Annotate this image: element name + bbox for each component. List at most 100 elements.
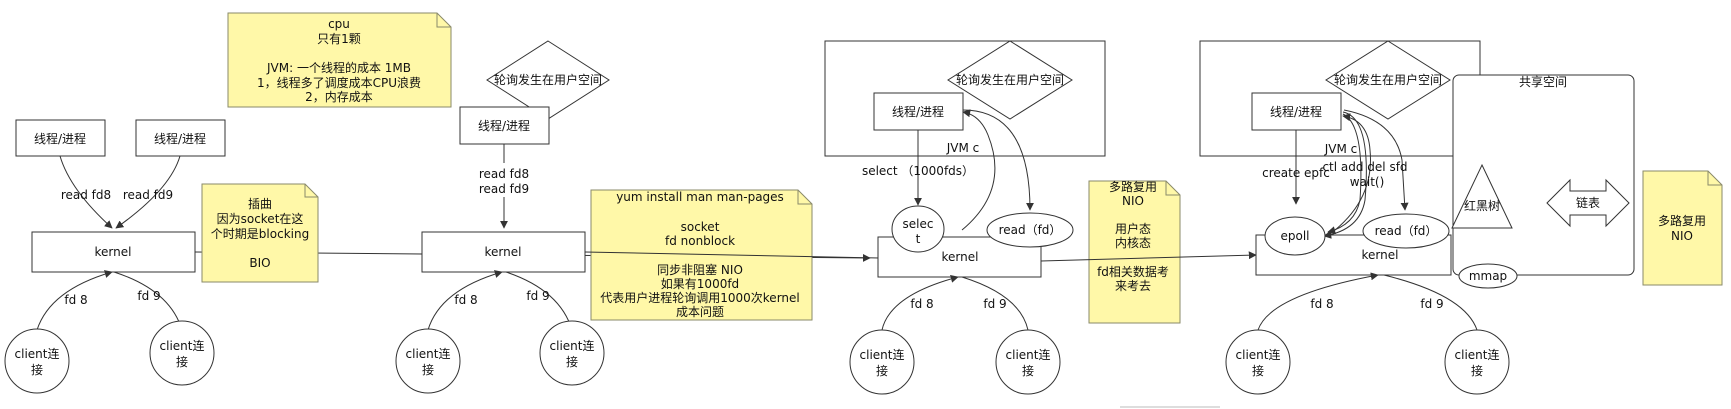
jvm-label-4: JVM c [1324, 142, 1358, 156]
stage2 [395, 40, 610, 394]
client-node-1a [4, 328, 70, 394]
read-node-label-4: read（fd） [1375, 224, 1438, 238]
client-label-2a-l1: client连 [406, 346, 451, 361]
thread-box-1a [15, 119, 106, 157]
edge-read-fd8 [59, 155, 113, 229]
kernel-label-1: kernel [95, 245, 132, 259]
kernel-box-2 [421, 231, 586, 273]
select-label-3: select （1000fds） [862, 164, 974, 178]
select-node-label-3-l1: selec [903, 217, 934, 231]
right-note-line-1: NIO [1671, 229, 1693, 243]
mux-note-line-0: 多路复用 [1109, 179, 1157, 194]
client-node-4b [1444, 329, 1510, 395]
read-fd9-label-1: read fd9 [123, 188, 173, 202]
right-note-line-0: 多路复用 [1658, 213, 1706, 228]
thread-label-2: 线程/进程 [478, 118, 530, 133]
client-label-4b-l2: 接 [1471, 363, 1483, 378]
client-node-2a [395, 328, 461, 394]
kernel-label-2: kernel [485, 245, 522, 259]
cpu-note-line-1: 只有1颗 [317, 32, 361, 46]
client-node-3b [995, 329, 1061, 395]
edge-read-4 [1343, 109, 1409, 211]
bio-note-line-0: 插曲 [248, 197, 272, 211]
edge-fd9-3 [961, 276, 1029, 331]
read-fd8-label-1: read fd8 [61, 188, 111, 202]
client-label-4a-l2: 接 [1252, 363, 1264, 378]
bio-note-line-1: 因为socket在这 [217, 211, 304, 226]
client-label-1a-l2: 接 [31, 362, 43, 377]
client-node-2b [539, 320, 605, 386]
mux-note-line-6: fd相关数据考 [1097, 264, 1169, 279]
cpu-note-line-3: JVM: 一个线程的成本 1MB [266, 60, 411, 75]
user-space-box-3 [824, 40, 1106, 157]
client-label-1b-l1: client连 [160, 338, 205, 353]
nio-note-line-2: socket [681, 220, 720, 234]
thread-box-3 [873, 92, 964, 131]
jvm-label-3: JVM c [946, 141, 980, 155]
read-label-2-l1: read fd8 [479, 167, 529, 181]
thread-box-4 [1251, 92, 1342, 131]
client-node-3a [849, 329, 915, 395]
fd8-label-2: fd 8 [454, 293, 477, 307]
fd8-label-3: fd 8 [910, 297, 933, 311]
client-label-3a-l2: 接 [876, 363, 888, 378]
thread-label-1b: 线程/进程 [154, 131, 206, 146]
fd9-label-2: fd 9 [526, 289, 549, 303]
rbtree-triangle-4 [1451, 163, 1513, 229]
diamond-4 [1325, 40, 1451, 120]
client-label-2b-l2: 接 [566, 354, 578, 369]
kernel-box-1 [31, 231, 196, 273]
edge-ctl-back-4 [1329, 113, 1371, 235]
client-label-4a-l1: client连 [1236, 347, 1281, 362]
edge-read-fd9 [115, 155, 181, 229]
nio-note-line-5: 同步非阻塞 NIO [657, 262, 743, 277]
stage4 [1199, 40, 1635, 395]
nio-note [590, 189, 813, 321]
thread-box-1b [135, 119, 226, 157]
list-label-4: 链表 [1576, 195, 1600, 210]
edge-fd8-4 [1257, 272, 1379, 331]
nio-note-line-7: 代表用户进程轮询调用1000次kernel [600, 290, 800, 305]
diamond-label-4: 轮询发生在用户空间 [1334, 72, 1442, 87]
fd8-label-1: fd 8 [64, 293, 87, 307]
bio-note-line-2: 个时期是blocking [211, 227, 309, 241]
bio-note [201, 183, 319, 283]
client-label-3b-l2: 接 [1022, 363, 1034, 378]
select-node-label-3-l2: t [916, 232, 921, 246]
bio-note-line-4: BIO [249, 256, 270, 270]
cpu-note-line-4: 1，线程多了调度成本CPU浪费 [257, 75, 421, 90]
client-label-1a-l1: client连 [15, 346, 60, 361]
wait-label-4: wait() [1350, 175, 1385, 189]
edge-fd8-3 [881, 274, 959, 331]
edge-read-3 [962, 109, 1034, 211]
read-node-label-3: read（fd） [999, 223, 1062, 237]
read-label-2-l2: read fd9 [479, 182, 529, 196]
create-label-4: create epfc [1262, 166, 1330, 180]
client-label-2b-l1: client连 [550, 338, 595, 353]
cpu-note-line-0: cpu [328, 17, 350, 31]
epoll-label-4: epoll [1280, 229, 1309, 243]
client-node-4a [1225, 329, 1291, 395]
client-label-4b-l1: client连 [1455, 347, 1500, 362]
thread-box-2 [459, 106, 550, 145]
edge-select-back-3 [961, 109, 996, 231]
edge-stage3-to-stage4 [1040, 251, 1257, 262]
thread-label-4: 线程/进程 [1270, 104, 1322, 119]
client-label-1b-l2: 接 [176, 354, 188, 369]
mux-note-line-1: NIO [1122, 194, 1144, 208]
read-label-bg-2 [474, 163, 534, 197]
diamond-label-2: 轮询发生在用户空间 [494, 72, 602, 87]
nio-note-line-3: fd nonblock [665, 234, 735, 248]
read-node-4 [1362, 213, 1450, 249]
thread-label-1a: 线程/进程 [34, 131, 86, 146]
stage3 [824, 40, 1106, 395]
nio-note-line-6: 如果有1000fd [661, 276, 739, 291]
fd9-label-1: fd 9 [137, 289, 160, 303]
fd8-label-4: fd 8 [1310, 297, 1333, 311]
shared-space-label-4: 共享空间 [1519, 74, 1567, 89]
stage1 [4, 119, 871, 394]
fd9-label-3: fd 9 [983, 297, 1006, 311]
fd9-label-4: fd 9 [1420, 297, 1443, 311]
